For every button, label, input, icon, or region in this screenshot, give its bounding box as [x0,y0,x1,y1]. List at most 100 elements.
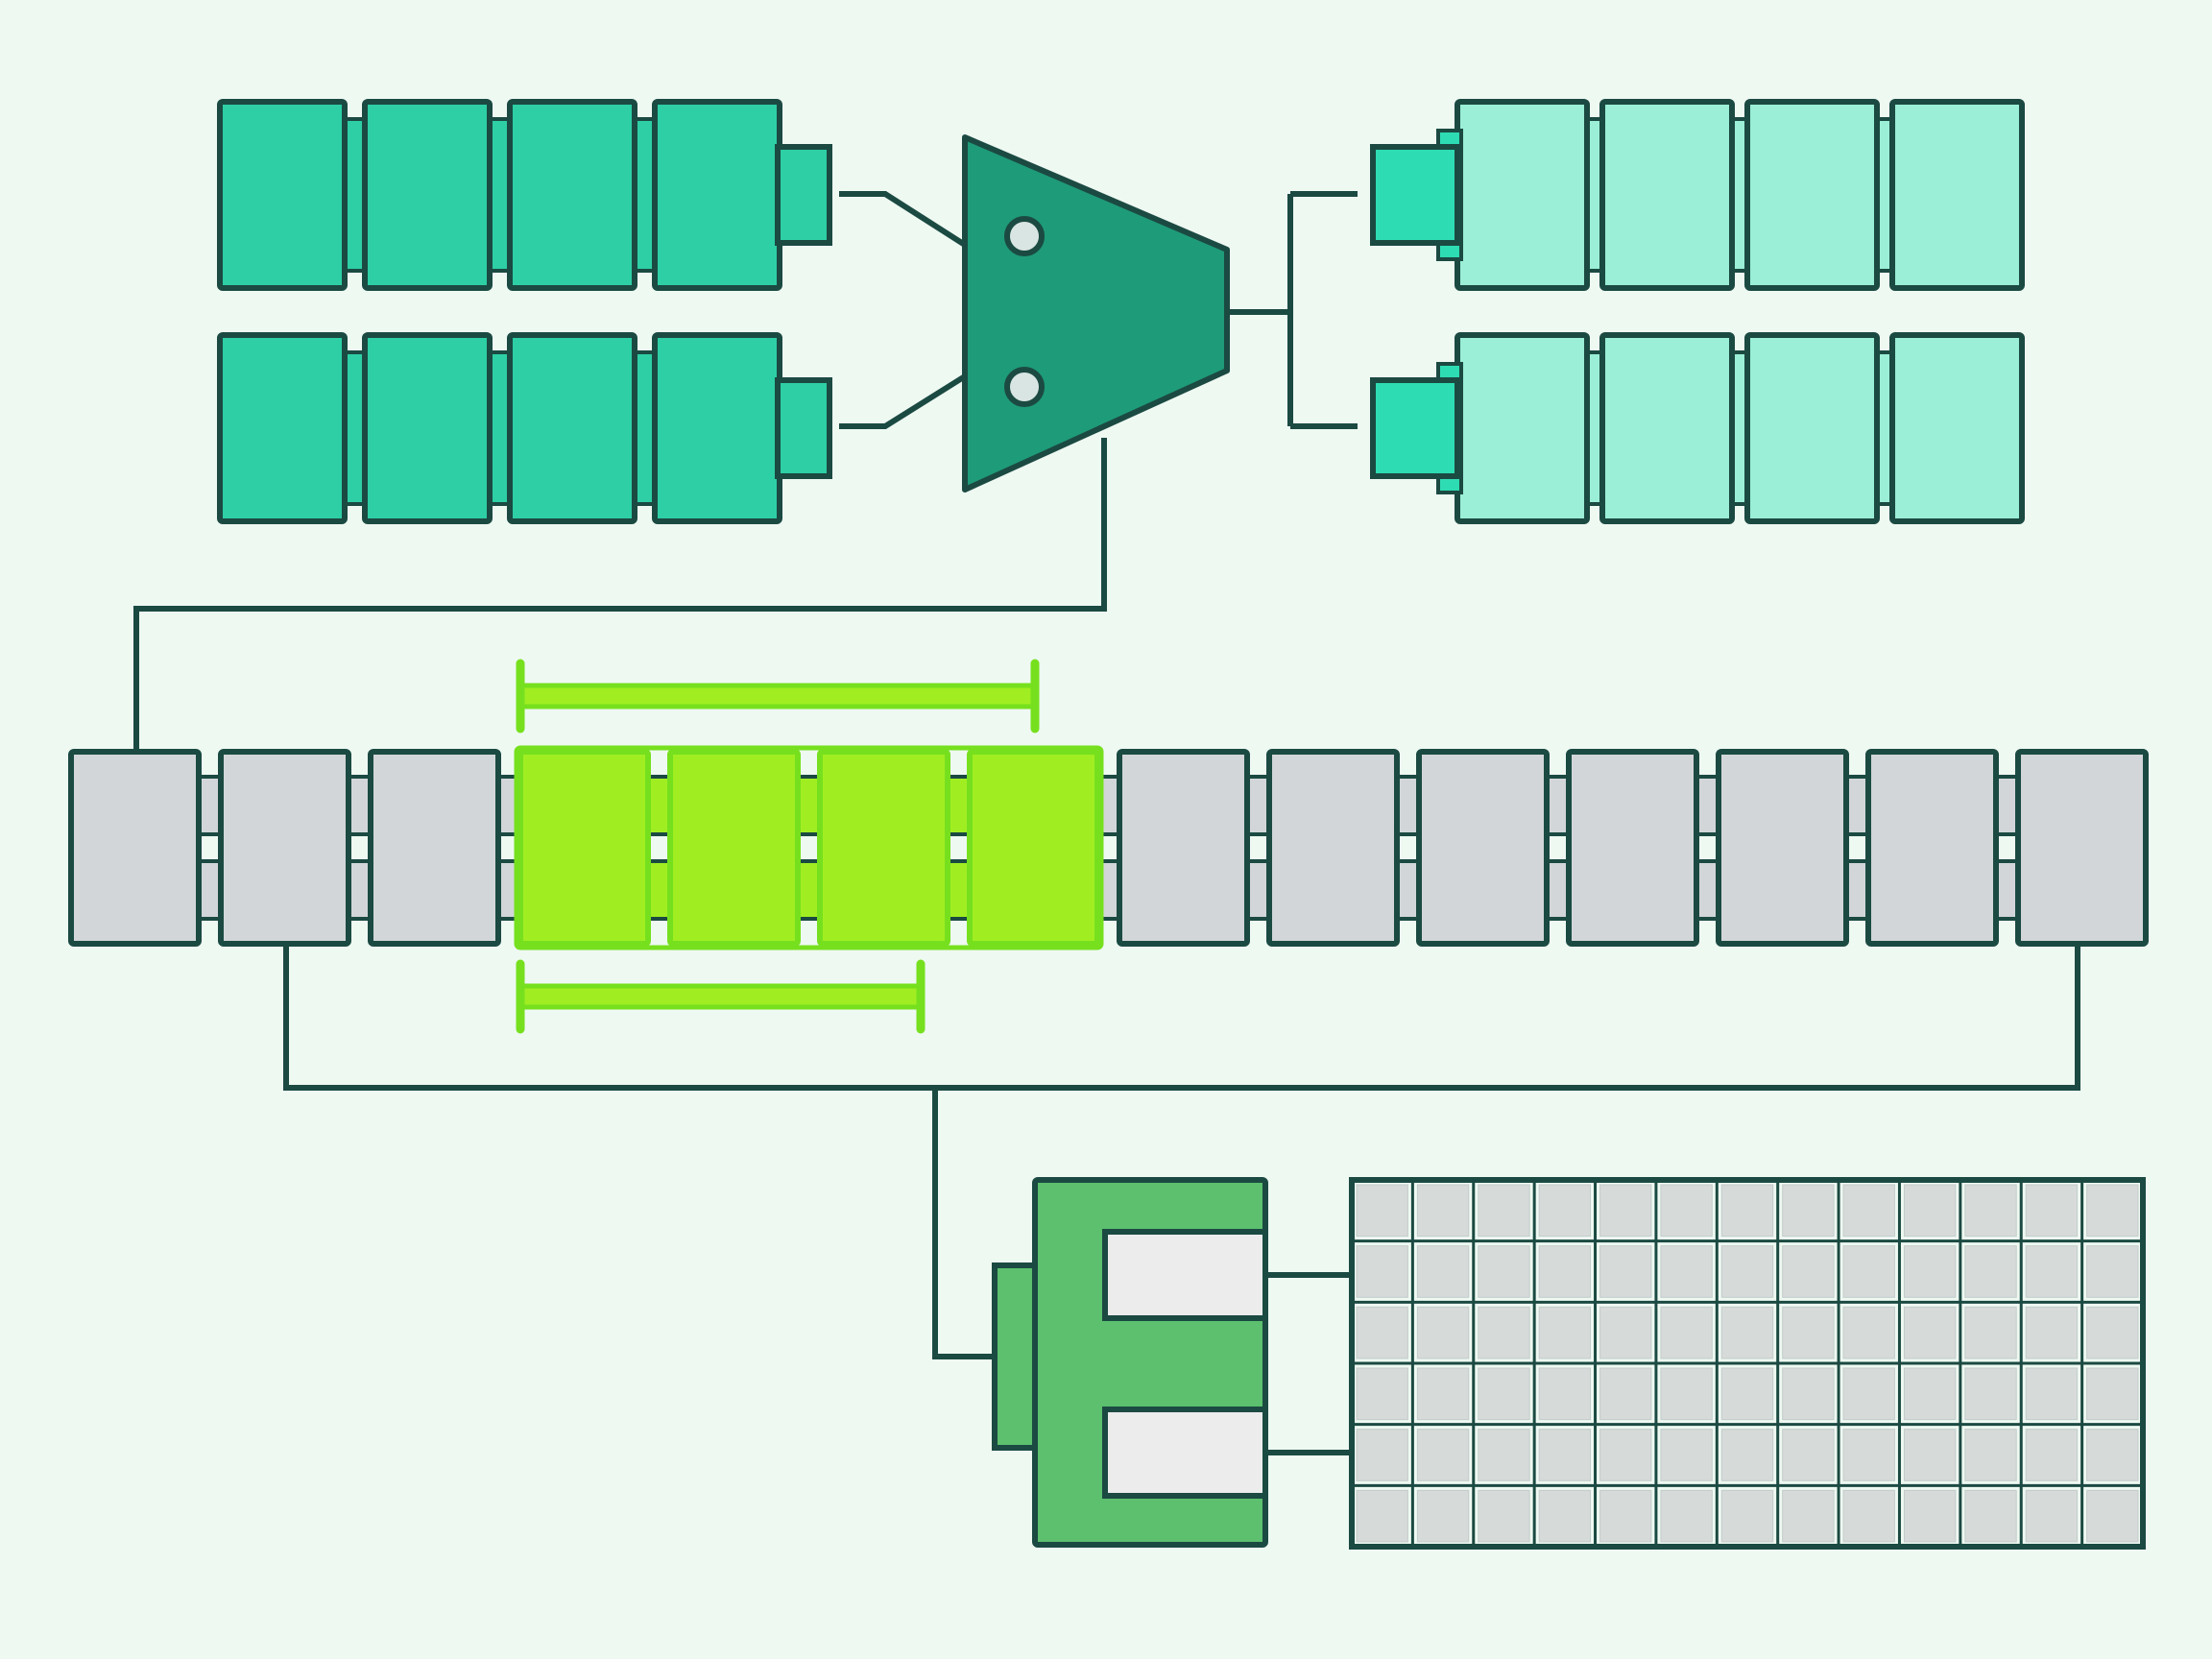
output-queue-1-end-connector [1370,144,1460,246]
grid-cell [1356,1184,1408,1238]
grid-cell [1538,1367,1592,1421]
grid-cell [1903,1367,1957,1421]
connector-queue2-to-mux [839,373,967,429]
grid-cell [2086,1184,2139,1238]
sequence-cell [218,749,351,947]
grid-cell [1842,1367,1895,1421]
circle-port-icon [1004,216,1045,256]
grid-cell [1356,1429,1408,1481]
grid-cell [1599,1489,1652,1543]
grid-cell [1720,1245,1774,1298]
sequence-cell [1266,749,1400,947]
connector-lines [133,191,2080,1455]
sequence-cell [1865,749,1999,947]
grid-cell [1720,1489,1774,1543]
sequence-cell [368,749,501,947]
connector-queue1-to-mux [839,191,967,248]
grid-cell [1964,1306,2017,1359]
grid-cell [1782,1367,1835,1421]
grid-cell [1660,1367,1713,1421]
output-queue-2-end-connector [1370,377,1460,479]
output-queues [1370,99,2025,524]
grid-cell [1599,1306,1652,1359]
output-queue-2-cell [1889,332,2025,524]
grid-cell [1903,1306,1957,1359]
grid-cell [1478,1489,1530,1543]
grid-cell [2025,1429,2079,1481]
circle-port-icon [1004,367,1045,407]
grid-cell [1356,1245,1408,1298]
grid-cell [1356,1306,1408,1359]
input-queue-1-end-connector [775,144,832,246]
input-queues [217,99,832,524]
input-queue-2-cell [507,332,637,524]
grid-cell [1842,1306,1895,1359]
trapezoid-merge-icon [962,134,1230,493]
grid-cell [1416,1245,1470,1298]
grid-cell [1782,1429,1835,1481]
sequence-cell [1716,749,1849,947]
grid-cell [1478,1245,1530,1298]
sequence-cell [1416,749,1550,947]
grid-cell [2025,1367,2079,1421]
output-queue-2-cell [1744,332,1880,524]
output-queue-1-cell [1744,99,1880,291]
sequence-cell [68,749,202,947]
grid-cell [1782,1306,1835,1359]
grid-cell [1599,1184,1652,1238]
output-queue-1-cell [1599,99,1735,291]
grid-cell [1478,1429,1530,1481]
grid-cell [1416,1429,1470,1481]
input-queue-1-cell [507,99,637,291]
sequence-cell-highlighted [667,749,801,947]
grid-cell [1842,1184,1895,1238]
grid-cell [1660,1184,1713,1238]
grid-cell [1599,1429,1652,1481]
sequence-cell-highlighted [817,749,950,947]
grid-cell [2025,1489,2079,1543]
grid-cell [1903,1429,1957,1481]
grid-cell [1842,1489,1895,1543]
grid-cell [1903,1184,1957,1238]
lower-bracket-bar [517,983,924,1010]
grid-cell [1964,1429,2017,1481]
grid-cell [1538,1429,1592,1481]
sequence-cell-highlighted [967,749,1100,947]
grid-cell [1538,1245,1592,1298]
grid-cell [1478,1367,1530,1421]
grid-cell [1660,1245,1713,1298]
connector-mux-to-sequence [133,438,1107,752]
grid-cell [1782,1245,1835,1298]
grid-cell [1842,1429,1895,1481]
grid-cell [1478,1184,1530,1238]
grid-cell [1538,1489,1592,1543]
grid-cell [1782,1184,1835,1238]
input-queue-1-cell [362,99,493,291]
grid-cell [1416,1489,1470,1543]
window-brackets [516,659,1040,1034]
grid-cell [2025,1245,2079,1298]
grid-cell [1416,1367,1470,1421]
grid-cell [1903,1245,1957,1298]
connector-bus-to-block [932,1088,995,1359]
grid-cell [1964,1245,2017,1298]
grid-cell [1599,1367,1652,1421]
grid-cell [1538,1306,1592,1359]
highlight-outline [514,745,1104,950]
grid-cell [1416,1184,1470,1238]
sequence-cell [2015,749,2149,947]
grid-cell [1964,1489,2017,1543]
output-queue-2-cell [1455,332,1590,524]
grid-cell [1720,1306,1774,1359]
grid-cell [1660,1429,1713,1481]
grid-cell [1720,1367,1774,1421]
grid-cell [1720,1184,1774,1238]
input-queue-1-cell [652,99,782,291]
block-side-tab [992,1262,1040,1451]
grid-cell [1720,1429,1774,1481]
grid-cell [1903,1489,1957,1543]
sequence-cell [1117,749,1250,947]
connector-sequence-bus [283,944,2080,1091]
block-slot-upper [1102,1229,1268,1321]
